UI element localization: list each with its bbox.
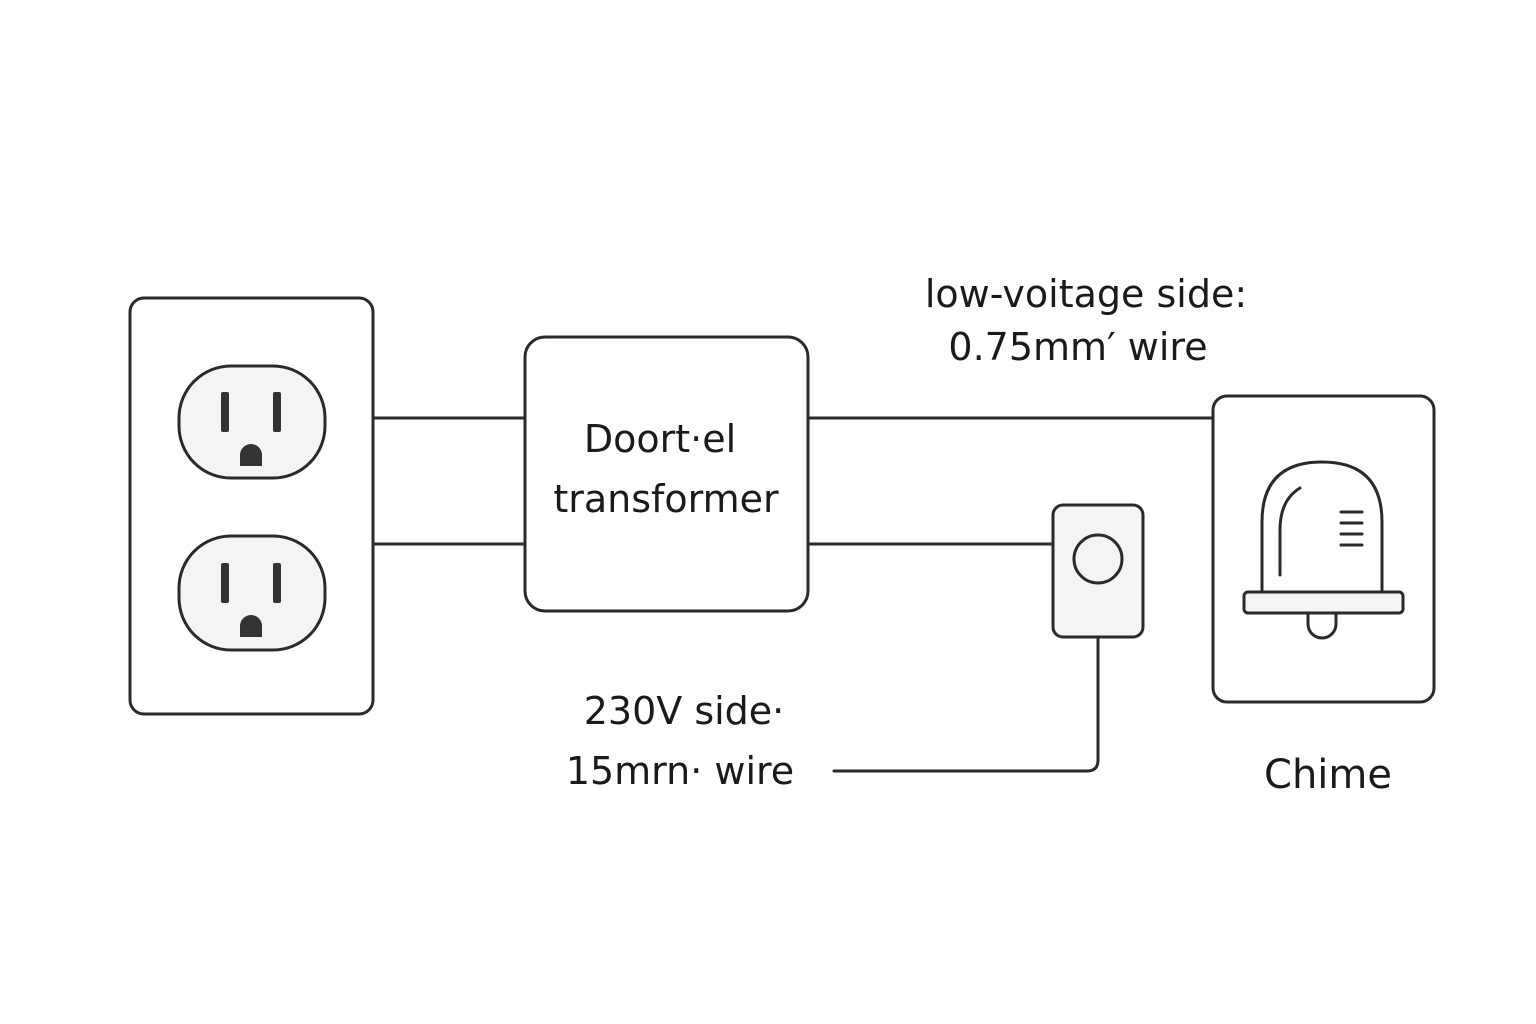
- chime: [1211, 394, 1436, 704]
- wall-outlet: [128, 296, 375, 716]
- outlet-slot-icon: [221, 563, 229, 603]
- mains-label-line1: 230V side·: [584, 689, 785, 733]
- outlet-slot-icon: [273, 563, 281, 603]
- outlet-ground-icon: [240, 615, 262, 637]
- transformer-label-line2: transformer: [553, 477, 779, 521]
- chime-label: Chime: [1264, 752, 1392, 798]
- low-voltage-label-line2: 0.75mm′ wire: [948, 325, 1207, 369]
- mains-label-line2: 15mrn· wire: [566, 749, 794, 793]
- outlet-ground-icon: [240, 444, 262, 466]
- outlet-socket-top: [177, 364, 327, 480]
- outlet-plate: [128, 296, 375, 716]
- push-button-icon: [1072, 533, 1124, 585]
- chime-box: [1211, 394, 1436, 704]
- outlet-socket-bottom: [177, 534, 327, 652]
- outlet-slot-icon: [273, 392, 281, 432]
- transformer-label-line1: Doort·el: [584, 417, 736, 461]
- doorbell-button: [1051, 503, 1145, 639]
- low-voltage-label-line1: low-voitage side:: [925, 272, 1247, 316]
- transformer: Doort·el transformer: [523, 335, 810, 613]
- bell-icon: [1242, 460, 1405, 640]
- outlet-slot-icon: [221, 392, 229, 432]
- wire-button-down: [832, 635, 1100, 773]
- button-housing: [1051, 503, 1145, 639]
- transformer-box: [523, 335, 810, 613]
- wires: [371, 416, 1215, 773]
